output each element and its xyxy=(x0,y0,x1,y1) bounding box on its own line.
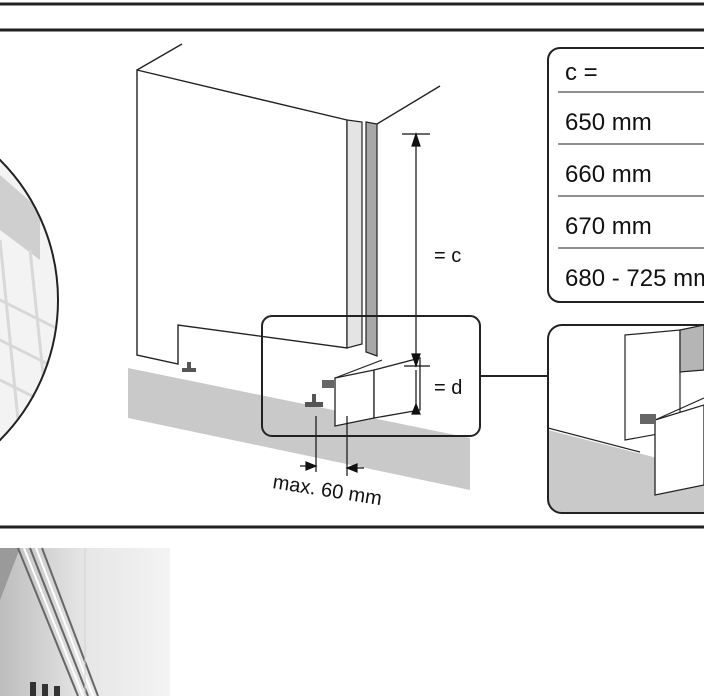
dimension-d xyxy=(411,370,421,415)
table-row: 680 - 725 mm xyxy=(565,265,704,292)
photo-thumbnail xyxy=(0,547,170,696)
label-max-gap: max. 60 mm xyxy=(271,471,383,510)
table-row: 670 mm xyxy=(565,213,652,240)
side-strip-light xyxy=(346,119,363,349)
foot-right xyxy=(305,402,323,407)
label-c: = c xyxy=(434,245,461,267)
plinth-block xyxy=(334,369,375,427)
table-header: c = xyxy=(565,59,598,86)
top-frame xyxy=(0,2,704,32)
side-strip-dark xyxy=(365,121,378,357)
measurement-table: c = 650 mm 660 mm 670 mm 680 - 725 mm xyxy=(547,47,704,303)
gap-dimension xyxy=(300,416,364,476)
table-row: 660 mm xyxy=(565,161,652,188)
dimension-c xyxy=(402,132,430,368)
floor xyxy=(128,368,470,490)
left-magnifier xyxy=(0,102,59,498)
detail-magnified-view xyxy=(547,324,704,514)
main-illustration: = c = d max. 60 mm xyxy=(0,43,704,514)
label-d: = d xyxy=(434,377,462,399)
cabinet-front-panel xyxy=(136,69,348,365)
bracket xyxy=(322,380,334,388)
table-row: 650 mm xyxy=(565,109,652,136)
